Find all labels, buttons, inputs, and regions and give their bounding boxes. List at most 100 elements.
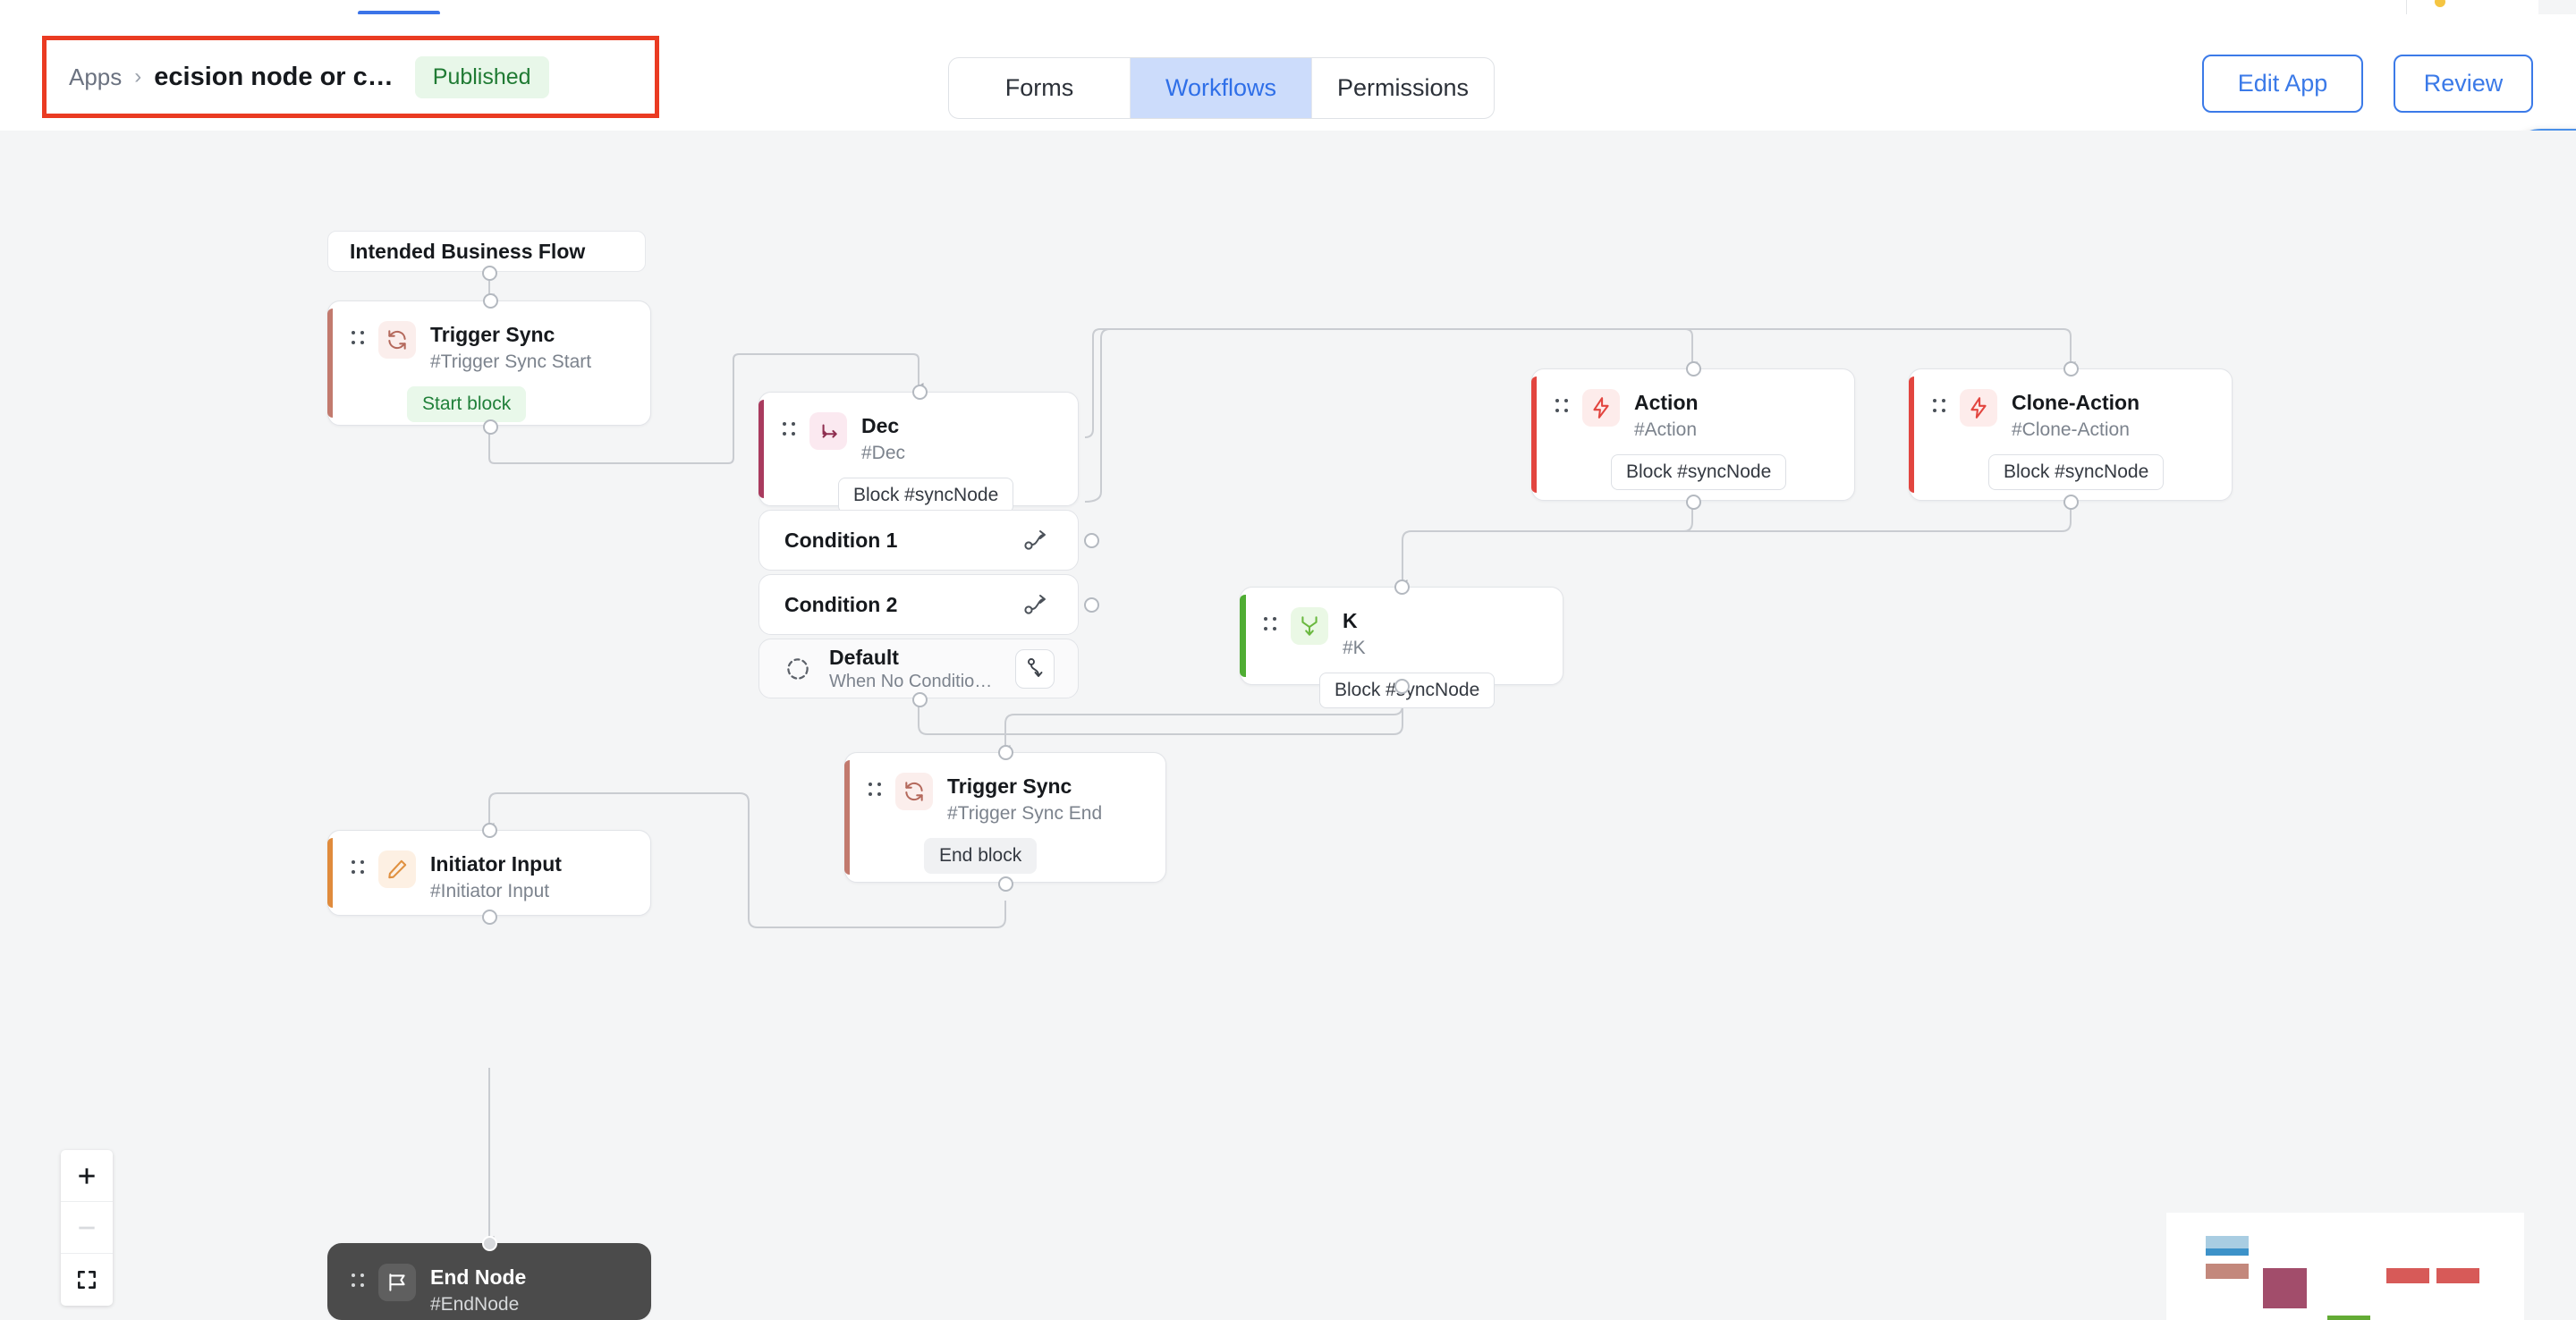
node-input-port[interactable]: [912, 385, 928, 400]
chevron-right-icon: ›: [134, 64, 142, 89]
node-k[interactable]: K #K Block #syncNode: [1240, 580, 1563, 709]
tab-forms[interactable]: Forms: [949, 58, 1131, 118]
node-header: Clone-Action #Clone-Action: [1910, 369, 2232, 442]
drag-handle-icon[interactable]: [352, 860, 364, 880]
drag-handle-icon[interactable]: [352, 331, 364, 351]
node-tag: Block #syncNode: [1611, 454, 1787, 491]
default-output-port[interactable]: [912, 692, 928, 707]
tab-permissions[interactable]: Permissions: [1336, 74, 1470, 101]
node-input-port[interactable]: [483, 293, 498, 309]
node-input-port[interactable]: [482, 1236, 497, 1251]
node-header: Initiator Input #Initiator Input: [328, 831, 650, 903]
condition-output-port[interactable]: [1084, 533, 1099, 548]
app-header: Apps › ecision node or c… Published Form…: [0, 14, 2576, 131]
status-badge: Published: [414, 55, 549, 98]
breadcrumb-highlight-frame: Apps › ecision node or c… Published: [42, 36, 659, 118]
dashed-circle-icon: [787, 657, 809, 680]
condition-output-port[interactable]: [1084, 597, 1099, 613]
node-labels: End Node #EndNode: [430, 1264, 526, 1316]
edit-app-button[interactable]: Edit App: [2202, 55, 2363, 113]
node-labels: K #K: [1343, 607, 1366, 660]
node-header: Action #Action: [1532, 369, 1854, 442]
node-tag: Block #syncNode: [838, 478, 1014, 514]
node-subtitle: #Clone-Action: [2012, 419, 2130, 440]
minimap-block-trigger-sync-start: [2206, 1248, 2249, 1256]
pencil-icon: [378, 850, 416, 888]
top-strip-divider: [2406, 0, 2407, 14]
minimap[interactable]: [2166, 1213, 2524, 1320]
node-header: Dec #Dec: [759, 393, 1078, 465]
node-tag: Block #syncNode: [1988, 454, 2165, 491]
top-browser-strip: [0, 0, 2576, 15]
fit-view-button[interactable]: [61, 1254, 113, 1306]
node-input-port[interactable]: [1686, 361, 1701, 377]
node-initiator-input[interactable]: Initiator Input #Initiator Input: [327, 823, 651, 925]
node-labels: Initiator Input #Initiator Input: [430, 850, 562, 903]
minimap-block-dec-conditions: [2263, 1268, 2307, 1308]
node-trigger-sync-start[interactable]: Trigger Sync #Trigger Sync Start Start b…: [327, 293, 651, 435]
node-end-node[interactable]: End Node #EndNode: [327, 1236, 651, 1320]
node-input-port[interactable]: [2063, 361, 2079, 377]
group-output-port[interactable]: [482, 266, 497, 281]
node-output-port[interactable]: [2063, 495, 2079, 510]
node-subtitle: #Initiator Input: [430, 880, 550, 901]
node-labels: Trigger Sync #Trigger Sync End: [947, 773, 1102, 825]
node-output-port[interactable]: [998, 876, 1013, 892]
node-input-port[interactable]: [1394, 580, 1410, 595]
node-title: Dec: [861, 414, 900, 437]
drag-handle-icon[interactable]: [1933, 399, 1945, 419]
drag-handle-icon[interactable]: [1555, 399, 1568, 419]
node-trigger-sync-end[interactable]: Trigger Sync #Trigger Sync End End block: [844, 745, 1166, 892]
default-branch-subtitle: When No Conditio…: [829, 671, 993, 691]
node-clone-action[interactable]: Clone-Action #Clone-Action Block #syncNo…: [1909, 361, 2233, 510]
lightning-icon: [1582, 389, 1620, 427]
tab-workflows[interactable]: Workflows: [1131, 58, 1312, 118]
node-accent-bar: [327, 309, 333, 418]
node-tag: End block: [924, 838, 1038, 875]
minimap-block-k: [2327, 1316, 2370, 1320]
lightning-icon: [1960, 389, 1997, 427]
default-branch-labels: Default When No Conditio…: [829, 646, 992, 692]
drag-handle-icon[interactable]: [352, 1273, 364, 1293]
breadcrumb-apps-link[interactable]: Apps: [69, 63, 123, 90]
node-subtitle: #Action: [1634, 419, 1698, 440]
zoom-in-button[interactable]: [61, 1150, 113, 1202]
node-title: K: [1343, 609, 1358, 632]
node-title: Action: [1634, 391, 1699, 414]
node-output-port[interactable]: [482, 910, 497, 925]
node-output-port[interactable]: [1394, 679, 1410, 694]
node-output-port[interactable]: [1686, 495, 1701, 510]
condition-row-2[interactable]: Condition 2: [758, 574, 1099, 635]
node-subtitle: #Trigger Sync End: [947, 802, 1103, 824]
top-strip-right-fill: [2538, 0, 2576, 14]
node-accent-bar: [1531, 377, 1537, 493]
condition-row-default[interactable]: Default When No Conditio…: [758, 639, 1079, 707]
condition-label: Condition 2: [784, 592, 898, 616]
drag-handle-icon[interactable]: [869, 783, 881, 802]
node-accent-bar: [758, 400, 764, 498]
node-dec[interactable]: Dec #Dec Block #syncNode: [758, 385, 1079, 514]
node-accent-bar: [327, 838, 333, 908]
node-input-port[interactable]: [998, 745, 1013, 760]
node-title: Initiator Input: [430, 852, 562, 876]
active-tab-indicator: [358, 11, 440, 15]
drag-handle-icon[interactable]: [783, 422, 795, 442]
review-button[interactable]: Review: [2394, 55, 2533, 113]
zoom-controls: [61, 1150, 113, 1306]
minus-icon: [79, 1226, 95, 1229]
default-branch-button[interactable]: [1015, 648, 1055, 689]
zoom-out-button[interactable]: [61, 1202, 113, 1254]
node-header: Trigger Sync #Trigger Sync End: [845, 753, 1165, 825]
node-header: K #K: [1241, 588, 1563, 660]
workflow-canvas[interactable]: Intended Business Flow Trigger Sync: [0, 131, 2576, 1320]
drag-handle-icon[interactable]: [1264, 617, 1276, 637]
node-output-port[interactable]: [483, 419, 498, 435]
header-actions: Edit App Review: [2202, 55, 2533, 113]
node-action[interactable]: Action #Action Block #syncNode: [1531, 361, 1855, 510]
node-title: Trigger Sync: [430, 323, 555, 346]
node-header: Trigger Sync #Trigger Sync Start: [328, 301, 650, 374]
node-input-port[interactable]: [482, 823, 497, 838]
condition-label: Condition 1: [784, 528, 898, 552]
node-labels: Clone-Action #Clone-Action: [2012, 389, 2140, 442]
condition-row-1[interactable]: Condition 1: [758, 510, 1099, 571]
